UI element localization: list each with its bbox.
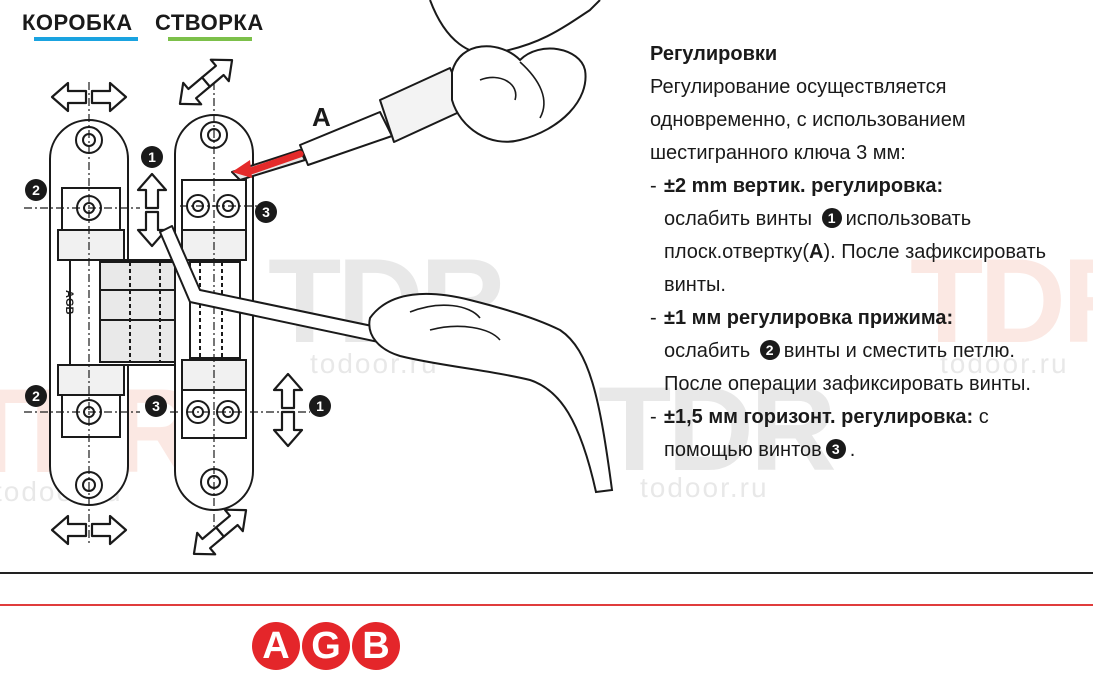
- screw-badge: 2: [759, 340, 780, 360]
- logo-letter: B: [352, 622, 400, 670]
- callout-text: 1: [316, 398, 324, 414]
- sash-label: СТВОРКА: [155, 10, 264, 35]
- adjustment-horizontal-head: ±1,5 мм горизонт. регулировка:: [664, 406, 974, 428]
- adjustments-panel: Регулировки Регулирование осуществляется…: [650, 38, 1050, 467]
- box-label: КОРОБКА: [22, 10, 133, 35]
- screw-badge: 3: [825, 439, 846, 459]
- callout-1-bottom: 1: [309, 395, 331, 417]
- adjustment-vertical-head: ±2 mm вертик. регулировка:: [664, 175, 944, 197]
- callout-3-top: 3: [255, 201, 277, 223]
- hinge-mark: AGB: [63, 290, 75, 315]
- callout-1-top: 1: [141, 146, 163, 168]
- adjustments-intro: Регулирование осуществляется одновременн…: [650, 76, 966, 164]
- adjustment-compression-head: ±1 мм регулировка прижима:: [664, 307, 954, 329]
- hinge-diagram: AGB A: [24, 0, 614, 566]
- callout-2-top: 2: [25, 179, 47, 201]
- box-underline: [34, 37, 138, 41]
- agb-logo: A G B: [252, 622, 400, 670]
- letter-a: A: [312, 102, 331, 132]
- callout-2-bottom: 2: [25, 385, 47, 407]
- sash-underline: [168, 37, 252, 41]
- callout-text: 2: [32, 182, 40, 198]
- watermark-site: todoor.ru: [640, 472, 769, 503]
- adjustment-vertical: - ±2 mm вертик. регулировка: ослабить ви…: [650, 175, 1047, 296]
- callout-text: 2: [32, 388, 40, 404]
- divider: [0, 572, 1093, 574]
- screw-badge: 1: [821, 208, 842, 228]
- divider-accent: [0, 604, 1093, 606]
- adjustment-horizontal: - ±1,5 мм горизонт. регулировка: с помощ…: [650, 406, 989, 461]
- callout-text: 3: [152, 398, 160, 414]
- callout-3-bottom: 3: [145, 395, 167, 417]
- callout-text: 1: [148, 149, 156, 165]
- adjustments-title: Регулировки: [650, 43, 778, 65]
- callout-text: 3: [262, 204, 270, 220]
- logo-letter: G: [302, 622, 350, 670]
- logo-letter: A: [252, 622, 300, 670]
